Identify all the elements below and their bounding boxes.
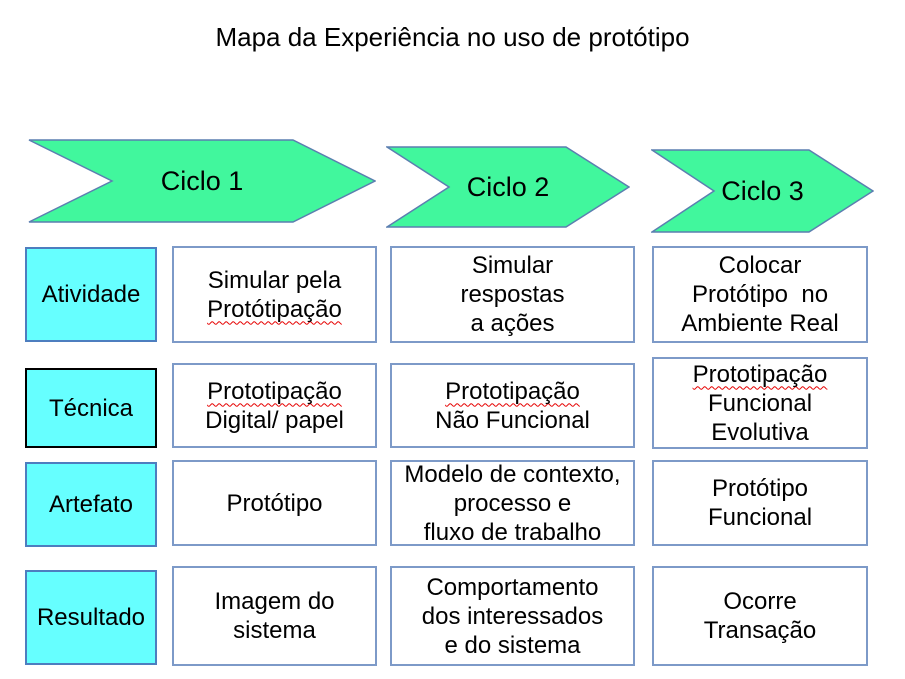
cycle-1-label: Ciclo 1 bbox=[160, 165, 244, 196]
cell-text-line: Digital/ papel bbox=[205, 406, 344, 434]
cell-atividade-ciclo1: Simular pela Protótipação bbox=[172, 246, 377, 343]
cell-tecnica-ciclo3: Prototipação Funcional Evolutiva bbox=[652, 357, 868, 449]
cell-tecnica-ciclo2: Prototipação Não Funcional bbox=[390, 363, 635, 448]
misspelled-word: Protótipação bbox=[207, 295, 342, 323]
row-label-text: Atividade bbox=[41, 281, 141, 308]
cycle-2-arrow: Ciclo 2 bbox=[386, 146, 630, 228]
diagram-title: Mapa da Experiência no uso de protótipo bbox=[215, 22, 690, 52]
cell-text-line: Simular pela bbox=[207, 266, 342, 294]
cell-text-line: Simular bbox=[471, 252, 554, 279]
cell-text-line: Funcional bbox=[707, 504, 813, 531]
cell-text-line: processo e bbox=[453, 489, 572, 517]
cycle-1-arrow: Ciclo 1 bbox=[28, 139, 376, 223]
cell-text-line: Colocar bbox=[718, 252, 802, 279]
chevron-arrow-icon bbox=[386, 146, 630, 228]
cell-text-line: Ambiente Real bbox=[681, 310, 839, 337]
cell-artefato-ciclo2: Modelo de contexto, processo e fluxo de … bbox=[390, 460, 635, 546]
cell-text-line: sistema bbox=[233, 617, 316, 644]
cell-text-line: Modelo de contexto, bbox=[404, 460, 621, 488]
row-label-text: Artefato bbox=[48, 491, 134, 518]
cell-text-line: Transação bbox=[703, 617, 817, 644]
misspelled-word: Prototipação bbox=[445, 377, 580, 405]
row-label-resultado: Resultado bbox=[25, 570, 157, 665]
cell-text-line: Protótipo no bbox=[691, 281, 829, 308]
cell-atividade-ciclo3: Colocar Protótipo no Ambiente Real bbox=[652, 246, 868, 343]
cell-text-line: dos interessados bbox=[421, 602, 604, 630]
chevron-arrow-icon bbox=[651, 149, 874, 233]
cell-text-line: respostas bbox=[460, 281, 565, 308]
cell-text-line: Evolutiva bbox=[711, 418, 809, 446]
row-label-text: Resultado bbox=[36, 604, 146, 631]
cycle-3-label: Ciclo 3 bbox=[721, 175, 804, 206]
cycle-2-label: Ciclo 2 bbox=[466, 171, 550, 202]
cell-resultado-ciclo1: Imagem do sistema bbox=[172, 566, 377, 666]
cell-text-line: Não Funcional bbox=[435, 406, 590, 434]
cell-resultado-ciclo2: Comportamento dos interessados e do sist… bbox=[390, 566, 635, 666]
cell-text-line: a ações bbox=[470, 310, 555, 337]
cell-text-line: Funcional bbox=[707, 389, 813, 417]
cell-atividade-ciclo2: Simular respostas a ações bbox=[390, 246, 635, 343]
cell-text-line: Comportamento bbox=[426, 573, 599, 601]
cell-text-line: Imagem do bbox=[214, 588, 335, 615]
cell-text-line: e do sistema bbox=[444, 631, 581, 659]
row-label-text: Técnica bbox=[48, 394, 134, 422]
row-label-tecnica: Técnica bbox=[25, 368, 157, 448]
cell-artefato-ciclo1: Protótipo bbox=[172, 460, 377, 546]
cell-artefato-ciclo3: Protótipo Funcional bbox=[652, 460, 868, 546]
cell-resultado-ciclo3: Ocorre Transação bbox=[652, 566, 868, 666]
cell-text-line: Ocorre bbox=[723, 588, 797, 615]
row-label-atividade: Atividade bbox=[25, 247, 157, 342]
row-label-artefato: Artefato bbox=[25, 462, 157, 547]
misspelled-word: Prototipação bbox=[692, 360, 828, 388]
cell-text-line: Protótipo bbox=[711, 475, 809, 502]
cell-tecnica-ciclo1: Prototipação Digital/ papel bbox=[172, 363, 377, 448]
cell-text-line: fluxo de trabalho bbox=[423, 518, 602, 546]
misspelled-word: Prototipação bbox=[207, 377, 342, 405]
cycle-3-arrow: Ciclo 3 bbox=[651, 149, 874, 233]
chevron-arrow-icon bbox=[28, 139, 376, 223]
cell-text-line: Protótipo bbox=[226, 489, 323, 517]
